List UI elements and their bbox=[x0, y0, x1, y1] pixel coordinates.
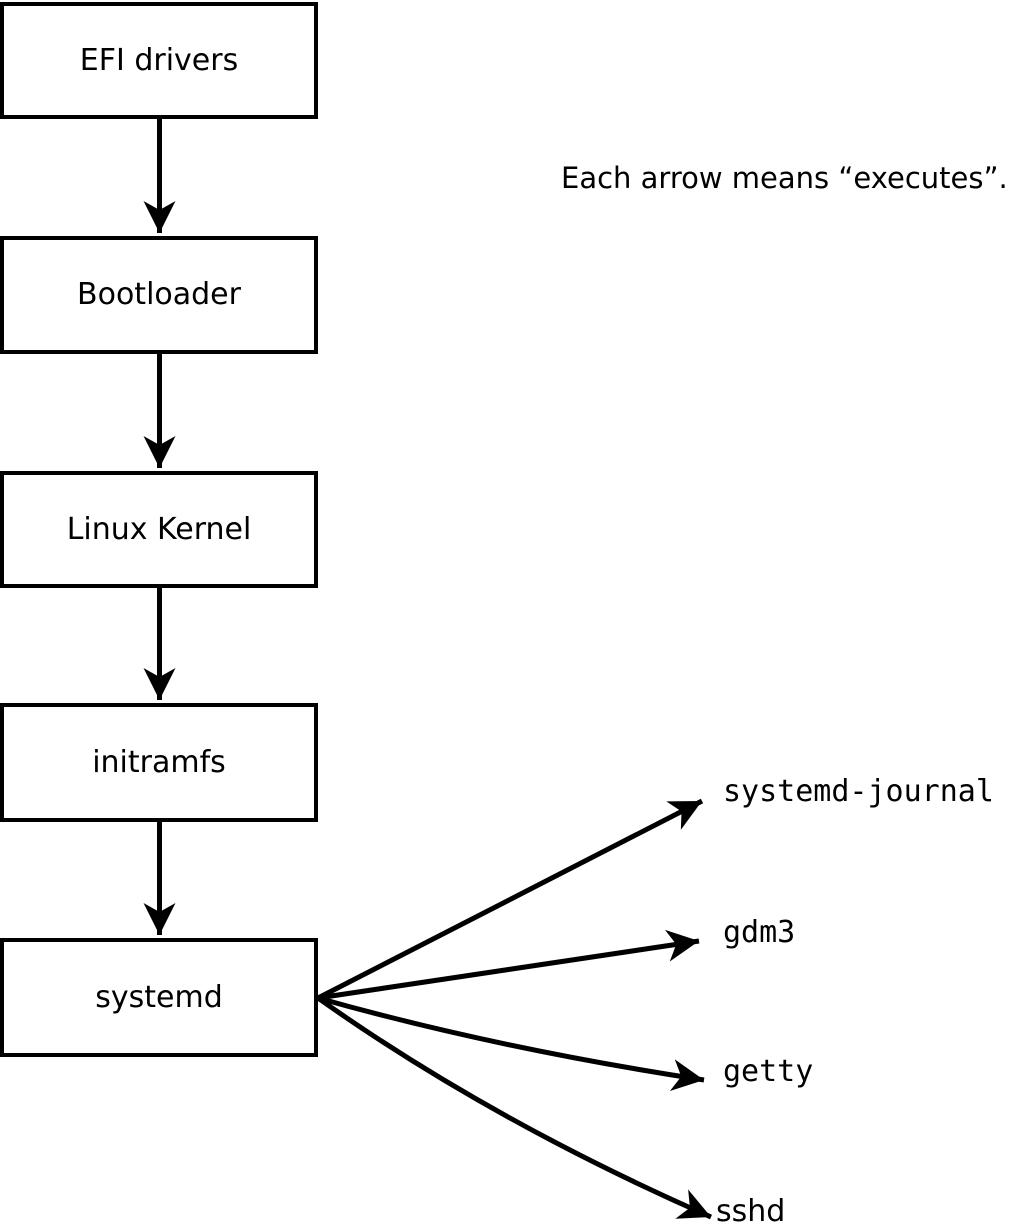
node-bootloader: Bootloader bbox=[0, 236, 318, 354]
arrow-systemd-to-systemd-journal bbox=[316, 798, 704, 1001]
node-initramfs: initramfs bbox=[0, 703, 318, 822]
arrow-systemd-to-sshd bbox=[316, 995, 713, 1220]
arrow-systemd-to-getty bbox=[317, 995, 705, 1091]
arrow-systemd-to-gdm3 bbox=[317, 929, 700, 1001]
process-label-getty: getty bbox=[723, 1054, 814, 1089]
node-initramfs-label: initramfs bbox=[92, 744, 226, 780]
node-systemd-label: systemd bbox=[95, 979, 223, 1015]
node-systemd: systemd bbox=[0, 938, 318, 1057]
node-efi-drivers-label: EFI drivers bbox=[79, 42, 239, 78]
arrow-meaning-note: Each arrow means “executes”. bbox=[561, 161, 1008, 195]
node-linux-kernel: Linux Kernel bbox=[0, 471, 318, 588]
process-label-sshd: sshd bbox=[716, 1194, 786, 1229]
node-linux-kernel-label: Linux Kernel bbox=[66, 511, 252, 547]
process-label-gdm3: gdm3 bbox=[723, 915, 796, 950]
process-label-systemd-journal: systemd-journal bbox=[723, 774, 994, 809]
node-efi-drivers: EFI drivers bbox=[0, 2, 318, 119]
node-bootloader-label: Bootloader bbox=[77, 277, 241, 312]
